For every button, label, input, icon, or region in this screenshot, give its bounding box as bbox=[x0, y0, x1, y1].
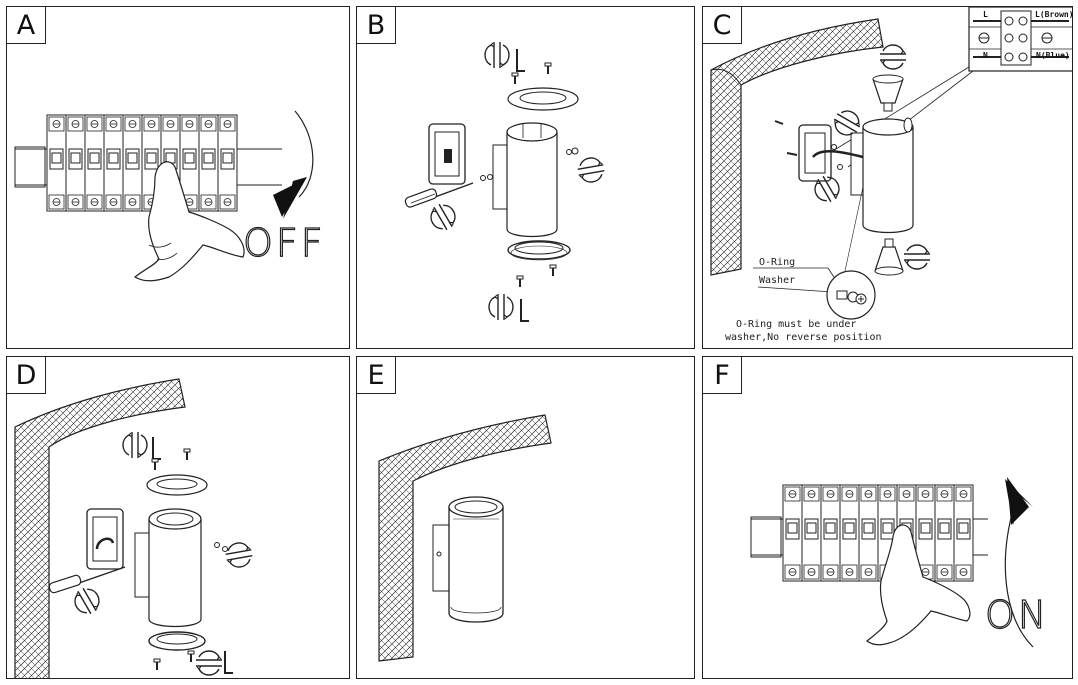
rotation-arrow-icon bbox=[223, 540, 255, 570]
allen-key-icon bbox=[520, 298, 530, 322]
on-label: ON bbox=[984, 592, 1050, 637]
panel-d: D bbox=[6, 356, 350, 679]
rotation-arrow-icon bbox=[195, 650, 223, 676]
wall-icon bbox=[378, 414, 552, 662]
wall-icon bbox=[14, 378, 186, 678]
screwdriver-icon bbox=[48, 566, 126, 594]
allen-key-icon bbox=[516, 48, 526, 72]
wall-bracket-icon bbox=[86, 508, 124, 570]
rotation-arrow-icon bbox=[879, 44, 907, 70]
off-label: OFF bbox=[242, 220, 326, 265]
panel-label: A bbox=[7, 7, 46, 44]
rotation-arrow-icon bbox=[69, 583, 105, 619]
panel-c: C L L(Brown) N N(Blue) O-Ring Washer O-R… bbox=[702, 6, 1073, 349]
hand-icon bbox=[133, 161, 245, 282]
rotation-arrow-icon bbox=[122, 431, 148, 459]
rotation-arrow-icon bbox=[488, 293, 514, 321]
top-ring bbox=[146, 474, 208, 496]
rotation-arrow-icon bbox=[903, 244, 931, 270]
panel-label: C bbox=[703, 7, 742, 44]
panel-e: E bbox=[356, 356, 695, 679]
rotation-arrow-icon bbox=[294, 110, 314, 198]
rotation-arrow-icon bbox=[425, 199, 461, 235]
screw-icon bbox=[151, 448, 191, 471]
panel-label: F bbox=[703, 357, 742, 394]
wall-icon bbox=[710, 18, 884, 276]
rotation-arrow-icon bbox=[484, 41, 510, 69]
bottom-ring bbox=[148, 631, 206, 651]
panel-label: B bbox=[357, 7, 396, 44]
bottom-ring bbox=[507, 240, 571, 261]
gu10-bulb-icon bbox=[874, 238, 904, 276]
top-ring bbox=[507, 87, 579, 111]
terminal-block-icon bbox=[968, 7, 1072, 72]
wall-bracket-icon bbox=[798, 124, 864, 182]
screw-icon bbox=[480, 147, 579, 181]
screw-icon bbox=[516, 264, 557, 288]
magnifier-icon bbox=[826, 270, 876, 320]
screw-icon bbox=[153, 650, 195, 671]
oring-note-line2: washer,No reverse position bbox=[725, 332, 882, 343]
panel-f: F ON bbox=[702, 356, 1073, 679]
lamp-cylinder-icon bbox=[432, 496, 504, 623]
screw-icon bbox=[214, 542, 228, 552]
lamp-cylinder-icon bbox=[134, 508, 202, 628]
rotation-arrow-icon bbox=[575, 155, 607, 185]
screw-icon bbox=[774, 120, 843, 170]
neutral-terminal-label: N bbox=[983, 51, 988, 60]
breaker-panel-icon bbox=[14, 114, 282, 212]
gu10-bulb-icon bbox=[872, 74, 904, 112]
breaker-panel-icon bbox=[750, 484, 988, 582]
wall-bracket-icon bbox=[428, 123, 466, 185]
allen-key-icon bbox=[152, 436, 162, 460]
oring-label: O-Ring bbox=[759, 257, 796, 268]
live-terminal-label: L bbox=[983, 10, 988, 19]
lamp-cylinder-icon bbox=[492, 122, 558, 238]
panel-a: A OFF bbox=[6, 6, 350, 349]
hand-icon bbox=[866, 524, 971, 646]
allen-key-icon bbox=[224, 650, 234, 674]
live-wire-label: L(Brown) bbox=[1035, 10, 1073, 19]
neutral-wire-label: N(Blue) bbox=[1036, 51, 1070, 60]
panel-label: E bbox=[357, 357, 396, 394]
oring-note-line1: O-Ring must be under bbox=[736, 319, 857, 330]
panel-b: B bbox=[356, 6, 695, 349]
panel-label: D bbox=[7, 357, 46, 394]
washer-label: Washer bbox=[759, 275, 796, 286]
lamp-cylinder-icon bbox=[850, 117, 914, 234]
screwdriver-icon bbox=[404, 182, 474, 208]
